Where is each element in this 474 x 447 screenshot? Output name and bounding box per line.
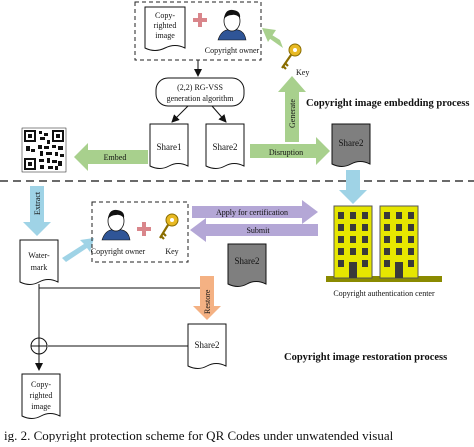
authentication-center-label: Copyright authentication center — [333, 289, 435, 298]
disruption-label: Disruption — [269, 148, 303, 157]
restore-arrow: Restore — [193, 276, 221, 320]
embed-label: Embed — [104, 153, 127, 162]
extract-label: Extract — [33, 191, 42, 215]
vss-algorithm-line2: generation algorithm — [167, 94, 235, 103]
key-to-owner-arrowhead — [262, 28, 276, 42]
building-icon — [326, 205, 442, 282]
submit-label: Submit — [246, 226, 270, 235]
share2-disrupted-label: Share2 — [339, 138, 364, 148]
embed-arrow: Embed — [74, 143, 148, 171]
generate-label: Generate — [288, 99, 297, 128]
share2-doc: Share2 — [205, 123, 245, 169]
vss-algorithm-box — [155, 77, 245, 107]
apply-certification-label: Apply for certification — [216, 208, 288, 217]
copyrighted-image-bottom-l1: Copy- — [31, 380, 51, 389]
algo-to-share2-arrow — [211, 105, 227, 123]
key-icon-top — [281, 43, 302, 70]
figure-caption: ig. 2. Copyright protection scheme for Q… — [4, 428, 394, 442]
watermark-doc: Water- mark — [19, 239, 59, 285]
key-icon-bottom — [159, 213, 179, 240]
xor-icon — [30, 337, 48, 355]
vss-algorithm-line1: (2,2) RG-VSS — [177, 83, 223, 92]
watermark-l1: Water- — [28, 251, 50, 260]
apply-certification-arrow: Apply for certification — [192, 200, 318, 224]
share1-label: Share1 — [157, 142, 182, 152]
embedding-process-title: Copyright image embedding process — [306, 98, 469, 109]
copyrighted-image-doc-bottom: Copy- righted image — [21, 373, 61, 419]
share2-bottom-dark-label: Share2 — [235, 256, 260, 266]
copyrighted-image-top-l2: righted — [154, 21, 177, 30]
person-icon-bottom — [101, 209, 131, 241]
submit-arrow: Submit — [190, 218, 318, 242]
key-bottom-label: Key — [165, 247, 178, 256]
share2-bottom-dark-doc: Share2 — [227, 243, 267, 287]
copyright-owner-bottom-label: Copyright owner — [91, 247, 146, 256]
copyrighted-image-top-l3: image — [155, 31, 175, 40]
owner-group-box-bottom — [91, 201, 189, 263]
share2-restored-doc: Share2 — [187, 323, 227, 369]
copyright-owner-top-label: Copyright owner — [205, 46, 260, 55]
person-icon-top — [217, 9, 247, 41]
watermark-l2: mark — [31, 263, 47, 272]
disruption-arrow: Disruption — [250, 137, 330, 165]
share2-to-center-arrow — [339, 170, 367, 204]
plus-icon-top — [193, 13, 207, 27]
copyrighted-image-bottom-l2: righted — [30, 391, 53, 400]
share2-restored-label: Share2 — [195, 340, 220, 350]
plus-icon-bottom — [137, 222, 151, 236]
watermark-to-owner-arrow — [62, 238, 94, 262]
restore-label: Restore — [203, 289, 212, 314]
qr-code-icon — [21, 127, 67, 173]
copyrighted-image-doc-top: Copy- righted image — [144, 6, 186, 51]
generate-arrow: Generate — [278, 76, 306, 142]
copyrighted-image-bottom-l3: image — [31, 402, 51, 411]
copyrighted-image-top-l1: Copy- — [155, 11, 175, 20]
share2-disrupted-doc: Share2 — [331, 123, 371, 167]
restoration-process-title: Copyright image restoration process — [284, 352, 447, 363]
algo-to-share1-arrow — [171, 105, 189, 123]
extract-arrow: Extract — [23, 186, 51, 236]
share2-label: Share2 — [213, 142, 238, 152]
share1-doc: Share1 — [149, 123, 189, 169]
key-top-label: Key — [296, 68, 309, 77]
